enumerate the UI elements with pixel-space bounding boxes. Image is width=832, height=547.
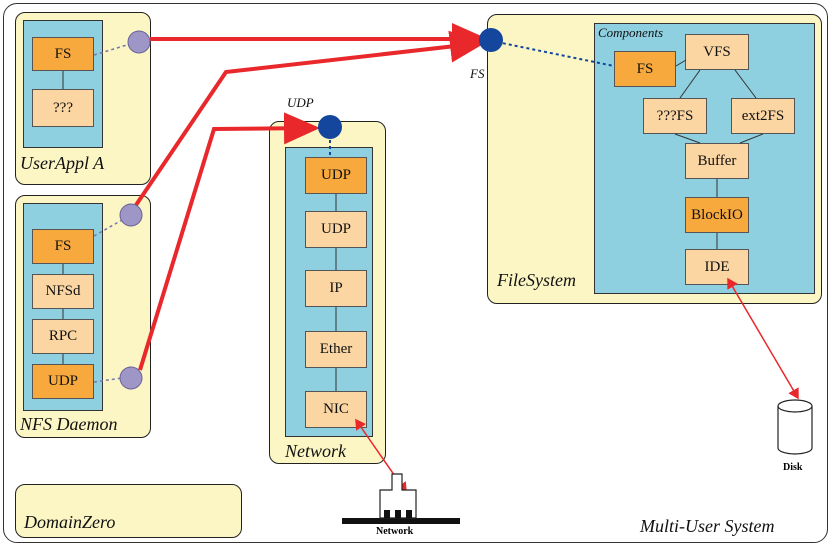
userappl-label: UserAppl A [20, 153, 105, 173]
filesystem-fs-component[interactable]: FS [614, 51, 676, 87]
components-label: Components [598, 25, 663, 40]
domain-zero-label: DomainZero [24, 512, 116, 532]
network-udp-port [318, 115, 342, 139]
filesystem-label: FileSystem [497, 270, 576, 290]
network-ether-component[interactable]: Ether [305, 331, 367, 368]
multi-user-system-label: Multi-User System [640, 516, 775, 536]
filesystem-qfs-component[interactable]: ???FS [643, 98, 707, 134]
userappl-fs-component[interactable]: FS [32, 37, 94, 71]
device-links [355, 277, 799, 494]
network-device-icon [342, 473, 460, 524]
nfs-nfsd-component[interactable]: NFSd [32, 274, 94, 309]
network-udp-port-label: UDP [287, 95, 314, 110]
filesystem-fs-port [479, 28, 503, 52]
network-ip-component[interactable]: IP [305, 270, 367, 307]
nfs-fs-client-port [119, 203, 143, 227]
client-connections [134, 23, 488, 371]
nfs-rpc-component[interactable]: RPC [32, 319, 94, 354]
domain-zero[interactable] [15, 484, 242, 538]
filesystem-fs-port-label: FS [470, 66, 485, 81]
nfs-udp-client-port [119, 366, 143, 390]
nfs-daemon-label: NFS Daemon [20, 414, 118, 434]
disk-label: Disk [783, 462, 803, 473]
userappl-unknown-component[interactable]: ??? [32, 89, 94, 127]
network-label: Network [285, 441, 346, 461]
network-udp-exported-component[interactable]: UDP [305, 157, 367, 194]
nfs-fs-component[interactable]: FS [32, 229, 94, 264]
filesystem-vfs-component[interactable]: VFS [685, 34, 749, 70]
dotted-bindings [93, 43, 131, 383]
disk-icon [777, 399, 813, 455]
nfs-udp-component[interactable]: UDP [32, 364, 94, 399]
filesystem-blockio-component[interactable]: BlockIO [685, 197, 749, 233]
network-device-label: Network [376, 526, 414, 537]
filesystem-buffer-component[interactable]: Buffer [685, 143, 749, 179]
filesystem-tree-lines [674, 59, 764, 249]
filesystem-ext2fs-component[interactable]: ext2FS [731, 98, 795, 134]
dotted-exports [329, 41, 615, 157]
userappl-client-port [127, 30, 151, 54]
network-udp-component[interactable]: UDP [305, 211, 367, 248]
